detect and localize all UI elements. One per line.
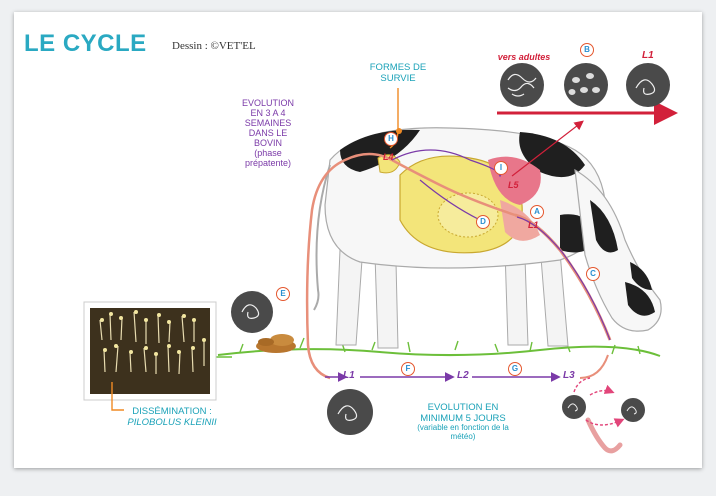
stage-l2-ground: L2 <box>457 370 469 381</box>
formes-survie-label: FORMES DE SURVIE <box>369 62 427 84</box>
marker-g: G <box>508 362 522 376</box>
marker-e: E <box>276 287 290 301</box>
evolution-min-label: EVOLUTION EN MINIMUM 5 JOURS (variable e… <box>417 402 509 442</box>
marker-a: A <box>530 205 544 219</box>
marker-c: C <box>586 267 600 281</box>
adult-arrows <box>497 101 678 177</box>
marker-h: H <box>384 132 398 146</box>
marker-f: F <box>401 362 415 376</box>
dissemination-pointer <box>111 382 124 411</box>
dissemination-label: DISSÉMINATION : PILOBOLUS KLEINII <box>127 406 217 428</box>
dung-pile <box>256 334 296 353</box>
stage-l3-ground: L3 <box>563 370 575 381</box>
page-title: LE CYCLE <box>24 30 147 57</box>
stage-l1-top: L1 <box>642 50 654 61</box>
marker-d: D <box>476 215 490 229</box>
marker-i: I <box>494 161 508 175</box>
survival-dot <box>396 128 402 134</box>
stage-l5: L5 <box>508 180 519 190</box>
stage-l4: L4 <box>383 152 394 162</box>
evolution-bovin-label: EVOLUTION EN 3 A 4 SEMAINES DANS LE BOVI… <box>241 98 294 169</box>
pilobolus-photo <box>83 301 217 401</box>
ground-larva-circles <box>231 291 645 435</box>
marker-b: B <box>580 43 594 57</box>
stage-l1-inner: L1 <box>528 220 539 230</box>
vers-adultes-label: vers adultes <box>497 52 551 62</box>
earthworm <box>573 377 625 454</box>
adult-worm-circles <box>500 63 670 107</box>
drawing-credit: Dessin : ©VET'EL <box>172 40 256 52</box>
stage-l1-ground: L1 <box>343 370 355 381</box>
